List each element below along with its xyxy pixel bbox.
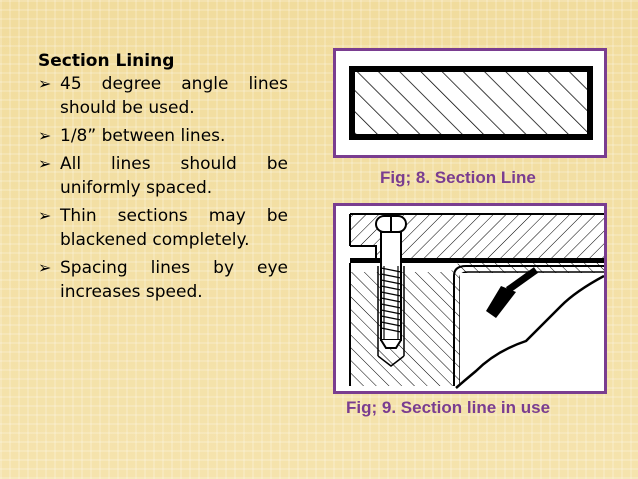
arrowhead-icon: ➢ — [38, 206, 52, 225]
figure-8-caption: Fig; 8. Section Line — [380, 168, 536, 187]
section-line-in-use-drawing — [349, 213, 604, 389]
bullet-text: Spacing lines by eye increases speed. — [60, 258, 288, 302]
bullet-item: ➢ Thin sections may be blackened complet… — [38, 204, 288, 252]
bullet-text: 45 degree angle lines should be used. — [60, 74, 288, 118]
section-heading: Section Lining — [38, 51, 175, 71]
figure-9-caption: Fig; 9. Section line in use — [346, 398, 551, 417]
arrowhead-icon: ➢ — [38, 258, 52, 277]
arrowhead-icon: ➢ — [38, 154, 52, 173]
bullet-text: 1/8” between lines. — [60, 126, 226, 146]
bullet-item: ➢ All lines should be uniformly spaced. — [38, 152, 288, 200]
section-line-drawing — [349, 66, 593, 140]
arrowhead-icon: ➢ — [38, 74, 52, 93]
bullet-list: ➢ 45 degree angle lines should be used. … — [38, 72, 288, 304]
figure-8-frame — [333, 48, 607, 158]
bullet-item: ➢ Spacing lines by eye increases speed. — [38, 256, 288, 304]
figure-9-frame — [333, 203, 607, 394]
bullet-item: ➢ 45 degree angle lines should be used. — [38, 72, 288, 120]
text-column: Section Lining ➢ 45 degree angle lines s… — [38, 50, 288, 304]
bullet-text: Thin sections may be blackened completel… — [60, 206, 288, 250]
bullet-text: All lines should be uniformly spaced. — [60, 154, 288, 198]
arrowhead-icon: ➢ — [38, 126, 52, 145]
bullet-item: ➢ 1/8” between lines. — [38, 124, 288, 148]
